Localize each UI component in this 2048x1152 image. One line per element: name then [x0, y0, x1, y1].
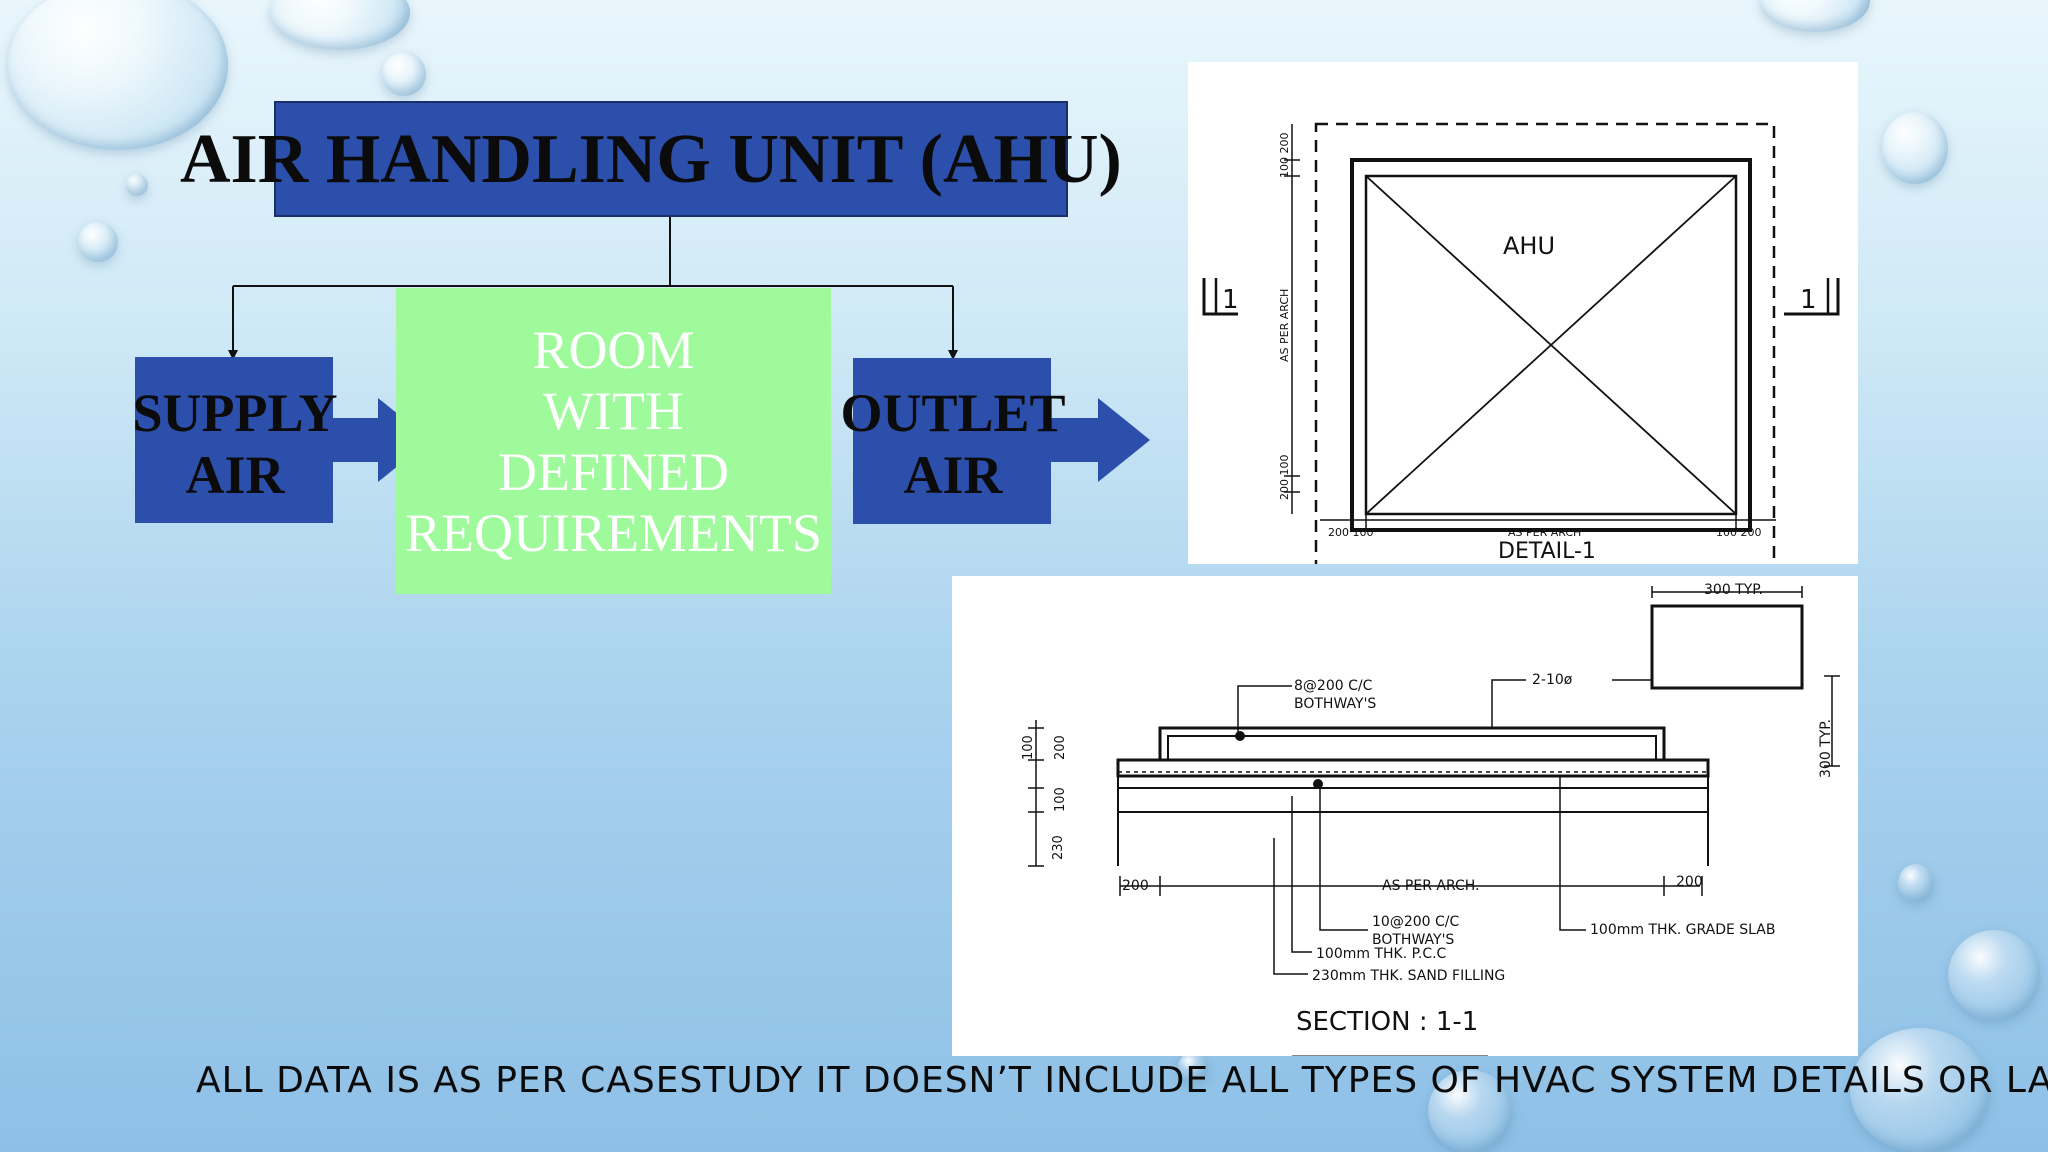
water-droplet — [78, 222, 118, 262]
dim-top-vertical: 100 200 — [1278, 133, 1291, 179]
ahu-label: AHU — [1503, 232, 1555, 260]
water-droplet — [1850, 1028, 1990, 1152]
dim-v-100: 100 — [1021, 735, 1036, 760]
arrow-outlet — [1050, 398, 1150, 482]
dim-typ-side: 300 TYP. — [1818, 719, 1834, 778]
dim-bottom-left: 200 100 — [1328, 526, 1374, 539]
section-drawing: 300 TYP. 300 TYP. 8@200 C/C BOTHWAY'S 2-… — [1021, 582, 1840, 1057]
arrow-supply-to-room — [330, 398, 430, 482]
rebar-dot — [1235, 731, 1245, 741]
rebar-bars: 2-10ø — [1532, 672, 1573, 688]
diagram-title: AIR HANDLING UNIT (AHU) — [180, 121, 1122, 198]
supply-air-label: SUPPLY AIR — [120, 382, 350, 506]
outlet-air-box — [853, 358, 1051, 524]
water-droplet — [1948, 930, 2040, 1020]
pcc-label: 100mm THK. P.C.C — [1316, 946, 1447, 962]
rebar-dot — [1313, 779, 1323, 789]
dim-v-100b: 100 — [1053, 787, 1068, 812]
rebar-top-sub: BOTHWAY'S — [1294, 696, 1376, 712]
arrowhead-outlet — [948, 350, 958, 360]
dim-v-200: 200 — [1053, 735, 1068, 760]
water-droplet — [1898, 864, 1934, 902]
water-droplet — [1178, 1052, 1208, 1082]
footer-note: ALL DATA IS AS PER CASESTUDY IT DOESN’T … — [196, 1060, 2048, 1101]
section-marker-left: 1 — [1222, 285, 1239, 315]
water-droplet — [382, 52, 426, 96]
dim-mid: AS PER ARCH. — [1382, 878, 1480, 894]
water-droplet — [8, 0, 228, 150]
rebar-bottom-sub: BOTHWAY'S — [1372, 932, 1454, 948]
dim-bottom-vertical: 200 100 — [1278, 455, 1291, 501]
detail-caption: DETAIL-1 — [1498, 539, 1596, 564]
rebar-top: 8@200 C/C — [1294, 678, 1373, 694]
section-marker-right: 1 — [1800, 285, 1817, 315]
dim-mid-vertical: AS PER ARCH — [1278, 289, 1291, 362]
water-droplet — [1428, 1070, 1512, 1152]
water-droplet — [126, 174, 148, 196]
dim-right: 200 — [1676, 874, 1703, 890]
room-label: ROOM WITH DEFINED REQUIREMENTS — [376, 320, 851, 564]
outlet-line-2: AIR — [903, 445, 1003, 505]
dim-bottom-right: 100 200 — [1716, 526, 1762, 539]
room-line-1: ROOM — [532, 320, 695, 380]
dim-v-230: 230 — [1051, 835, 1066, 860]
dim-typ-top: 300 TYP. — [1704, 582, 1763, 598]
outlet-air-label: OUTLET AIR — [835, 382, 1071, 506]
dim-left: 200 — [1122, 878, 1149, 894]
section-caption: SECTION : 1-1 — [1296, 1007, 1478, 1037]
rebar-bottom: 10@200 C/C — [1372, 914, 1459, 930]
water-droplet — [1882, 112, 1948, 184]
grade-slab-label: 100mm THK. GRADE SLAB — [1590, 922, 1775, 938]
detail-drawing-panel: AHU 1 1 100 200 AS PER ARCH 200 100 200 … — [1188, 62, 1858, 572]
room-box — [396, 288, 831, 594]
supply-line-1: SUPPLY — [132, 383, 338, 443]
sand-label: 230mm THK. SAND FILLING — [1312, 968, 1505, 984]
room-line-4: REQUIREMENTS — [405, 503, 822, 563]
supply-air-box — [135, 357, 333, 523]
section-drawing-panel: 300 TYP. 300 TYP. 8@200 C/C BOTHWAY'S 2-… — [952, 576, 1858, 1057]
supply-line-2: AIR — [185, 445, 285, 505]
arrowhead-supply — [228, 350, 238, 360]
dim-bottom-mid: AS PER ARCH — [1508, 526, 1581, 539]
room-line-2: WITH — [543, 381, 684, 441]
title-box — [274, 101, 1068, 217]
outlet-line-1: OUTLET — [840, 383, 1066, 443]
room-line-3: DEFINED — [498, 442, 729, 502]
detail-drawing: AHU 1 1 100 200 AS PER ARCH 200 100 200 … — [1202, 122, 1840, 572]
